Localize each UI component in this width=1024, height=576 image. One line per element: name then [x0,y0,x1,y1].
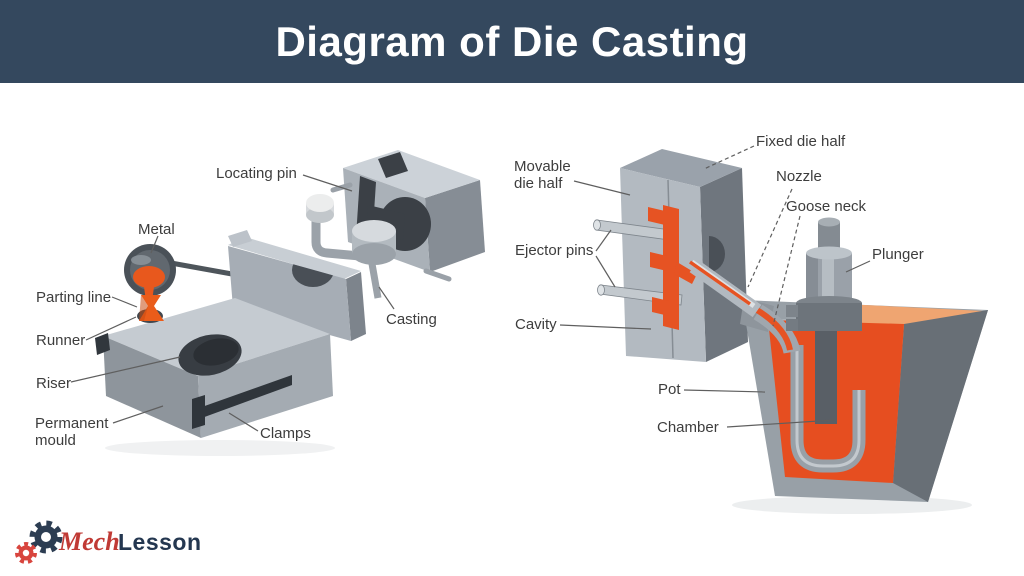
label-fixed-die-half: Fixed die half [756,133,846,150]
mechlesson-logo: Mech Lesson [15,520,202,564]
label-riser: Riser [36,375,72,392]
brand-lesson: Lesson [118,529,202,555]
runner-funnel [139,295,164,321]
die-block [620,149,748,362]
cavity-runner [648,205,697,330]
label-casting: Casting [386,311,437,328]
label-goose-neck: Goose neck [786,198,867,215]
left-leader-lines [70,174,395,432]
label-permanent-mould-line2: mould [35,432,76,449]
brand-mech: Mech [58,527,120,556]
label-metal: Metal [138,221,175,238]
label-clamps: Clamps [260,425,311,442]
label-nozzle: Nozzle [776,168,822,185]
plunger-part [786,217,862,424]
label-permanent-mould: Permanent mould [35,415,108,449]
label-movable-die-half-line2: die half [514,175,563,192]
label-parting-line: Parting line [36,289,112,306]
gooseneck-and-nozzle [688,259,801,355]
left-diagram-illustration [70,150,485,456]
mould-half-middle [228,230,366,341]
label-cavity: Cavity [515,316,557,333]
title-bar: Diagram of Die Casting [0,0,1024,83]
ladle-handle [170,260,233,277]
molten-metal-in-ladle [133,266,165,288]
gear-icon-small [15,542,37,564]
right-diagram-illustration [559,145,988,514]
clamp-band [199,375,292,419]
label-movable-die-half-line1: Movable [514,158,571,175]
right-leader-lines [559,145,871,428]
page-title: Diagram of Die Casting [275,17,749,65]
gear-icon [29,520,63,554]
locating-pin-part-lower [423,268,452,282]
permanent-mould-block [95,298,333,438]
label-permanent-mould-line1: Permanent [35,415,109,432]
label-runner: Runner [36,332,86,349]
label-movable-die-half: Movable die half [514,158,571,192]
label-plunger: Plunger [872,246,924,263]
label-ejector-pins: Ejector pins [515,242,594,259]
label-pot: Pot [658,381,681,398]
label-locating-pin: Locating pin [216,165,297,182]
casting-part [306,194,396,299]
ladle [124,244,176,301]
label-chamber: Chamber [657,419,719,436]
